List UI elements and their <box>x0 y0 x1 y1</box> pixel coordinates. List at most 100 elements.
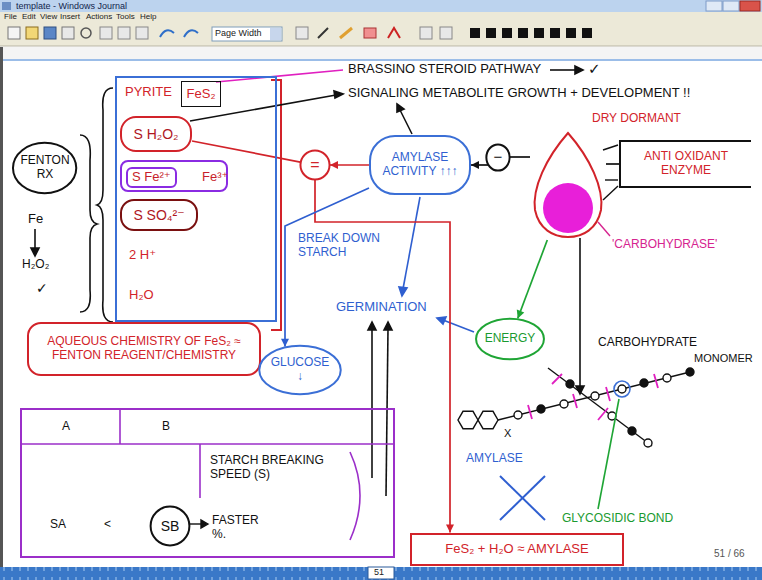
node-text: Fe³⁺ <box>202 170 228 185</box>
carbohydrate-chain <box>628 427 636 435</box>
window-chrome <box>8 27 20 39</box>
window-chrome <box>440 27 452 39</box>
window-chrome <box>534 28 544 38</box>
node-text: 2 H⁺ <box>129 248 156 263</box>
node-text: = <box>310 156 319 174</box>
leader-line <box>598 222 610 236</box>
product-circle: GLUCOSE↓ <box>258 345 342 395</box>
node-text: FeS₂ <box>187 87 216 102</box>
node-text: PYRITE <box>125 85 172 100</box>
seed-outline <box>530 130 606 240</box>
seed-coat <box>535 133 602 237</box>
inhibit-circle: − <box>486 144 510 171</box>
page-number: 51 <box>374 567 384 577</box>
node-text: S SO₄²⁻ <box>133 207 184 223</box>
comparison-table: ABSTARCH BREAKING SPEED (S)SA<FASTER %.S… <box>20 408 395 558</box>
node-text: B <box>162 420 170 434</box>
carbohydrate-chain <box>458 368 694 447</box>
ellipse-line <box>13 143 76 193</box>
carbohydrate-chain <box>618 385 626 393</box>
pointer-arrow <box>400 110 412 134</box>
menu-item: View <box>40 12 57 21</box>
carbohydrate-chain <box>640 379 648 387</box>
connector <box>281 188 369 347</box>
pathway-label: BRASSINO STEROID PATHWAY <box>348 62 541 77</box>
bond-tick <box>573 394 577 408</box>
window-chrome <box>368 567 394 579</box>
window-chrome <box>420 27 432 39</box>
enzyme-label: 'CARBOHYDRASE' <box>612 238 717 252</box>
text-group: AQUEOUS CHEMISTRY OF FeS₂ ≈ FENTON REAGE… <box>35 335 253 363</box>
reaction-arrow <box>31 248 39 256</box>
pointer-arrow <box>384 322 392 330</box>
bond-ring <box>614 381 630 397</box>
carbohydrate-chain <box>498 372 690 420</box>
chain-label: CARBOHYDRATE <box>598 336 697 350</box>
window-chrome <box>318 28 328 38</box>
pointer-arrow <box>576 238 584 394</box>
bond-tick <box>552 374 562 384</box>
product-list-box: PYRITE 2 H⁺ H₂O FeS₂ S H₂O₂ S Fe²⁺ Fe³⁺ S SO₄²⁻ <box>115 76 277 322</box>
node-text: − <box>494 148 503 165</box>
window-chrome <box>0 0 762 12</box>
carbohydrate-chain <box>566 380 574 388</box>
seed-rays <box>603 186 618 200</box>
text-group: = <box>310 156 319 174</box>
node-text: FASTER %. <box>212 514 270 542</box>
connector <box>330 161 369 169</box>
bond-tick <box>598 408 608 420</box>
window-chrome <box>723 1 739 11</box>
text-group: AMYLASE ACTIVITY ↑↑↑ <box>377 151 463 179</box>
ellipse-line <box>476 319 544 360</box>
check-mark: ✓ <box>36 280 48 296</box>
formula-box: FeS₂ <box>181 81 221 107</box>
table-rule <box>350 452 360 540</box>
window-chrome <box>0 47 762 59</box>
window-chrome <box>270 28 281 40</box>
product-label: H₂O₂ <box>22 258 49 272</box>
menu-item: Actions <box>86 12 112 21</box>
node-text: ↓ <box>271 370 330 384</box>
node-text: DRY DORMANT <box>592 112 681 126</box>
enzyme-label: AMYLASE <box>466 452 523 466</box>
node-text: SB <box>161 518 180 534</box>
carbohydrate-chain <box>514 411 522 419</box>
pointer-arrow <box>403 197 420 289</box>
pointer-arrow <box>334 91 343 98</box>
pointer-arrow <box>386 329 388 496</box>
element-label: Fe <box>28 212 43 227</box>
ellipse-line <box>486 144 509 170</box>
bond-tick <box>528 374 658 420</box>
text-group: S H₂O₂ <box>133 126 178 142</box>
window-title: template - Windows Journal <box>16 1 127 11</box>
window-chrome <box>582 28 592 38</box>
node-text: ENERGY <box>485 332 536 346</box>
seed-shape: DRY DORMANT <box>530 130 606 240</box>
node-text: < <box>104 518 111 532</box>
carbohydrate-chain <box>458 411 478 428</box>
bond-label: GLYCOSIDIC BOND <box>562 512 673 526</box>
node-text: ANTI OXIDANT ENZYME <box>628 150 744 178</box>
window-chrome <box>0 47 3 567</box>
arrowhead <box>517 310 524 319</box>
connector <box>606 164 619 165</box>
node-text: FeS₂ + H₂O ≈ AMYLASE <box>445 542 588 557</box>
text-group: FeS₂ <box>187 87 216 102</box>
cut-mark: X <box>504 427 511 440</box>
pointer-arrow <box>190 523 202 524</box>
reaction-arrow <box>31 229 39 256</box>
node-text: H₂O <box>129 288 154 303</box>
window-chrome <box>502 28 512 38</box>
brace <box>97 88 113 322</box>
window-chrome <box>740 1 760 11</box>
brace <box>80 135 97 312</box>
window-chrome <box>184 30 198 37</box>
arrowhead <box>330 161 338 169</box>
carbohydrate-chain <box>644 439 652 447</box>
node-text: S Fe²⁺ <box>126 167 177 188</box>
connector <box>192 141 300 162</box>
species-box: S H₂O₂ <box>120 116 192 152</box>
window-chrome <box>0 12 762 22</box>
connector <box>517 240 548 319</box>
note-box: AQUEOUS CHEMISTRY OF FeS₂ ≈ FENTON REAGE… <box>27 322 261 376</box>
